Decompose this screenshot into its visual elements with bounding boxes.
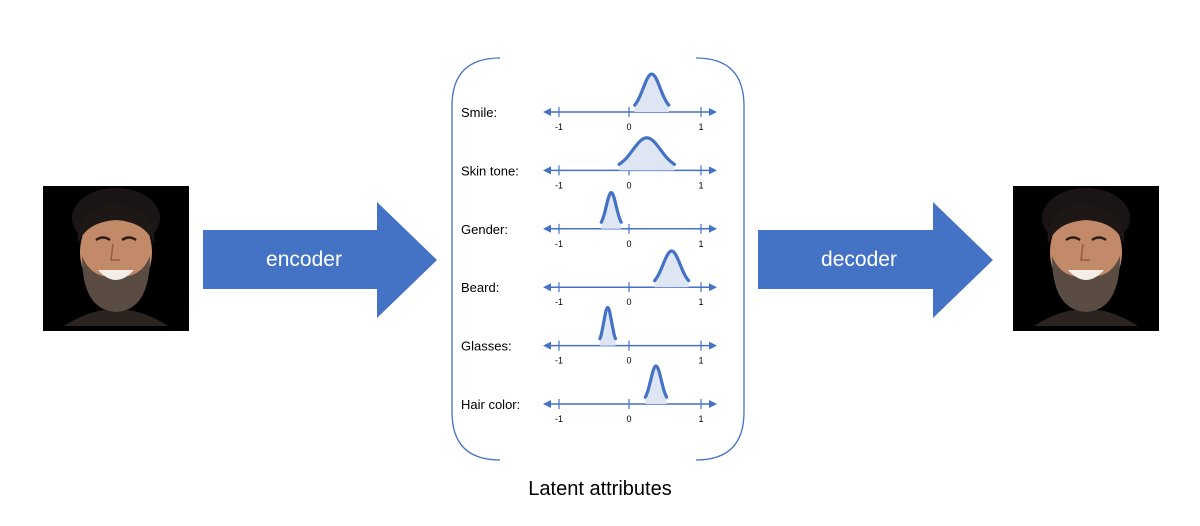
left-arrowhead [543, 400, 551, 408]
right-arrowhead [709, 283, 717, 292]
tick-label: 0 [626, 356, 631, 366]
tick-label: 0 [626, 122, 631, 132]
distribution-curve [633, 72, 671, 107]
distribution-curve [643, 364, 669, 399]
tick-label: 1 [698, 356, 703, 366]
tick-label: 1 [698, 297, 703, 307]
tick-label: -1 [555, 122, 563, 132]
distribution-curve [617, 136, 676, 166]
right-arrowhead [709, 224, 717, 233]
tick-label: -1 [555, 180, 563, 190]
tick-label: -1 [555, 239, 563, 249]
distribution-fill [634, 74, 669, 112]
right-arrowhead [709, 341, 717, 350]
attribute-row: Smile: -1 0 1 [461, 72, 717, 132]
tick-label: -1 [555, 356, 563, 366]
left-arrowhead [543, 166, 551, 175]
attribute-label: Glasses: [461, 339, 512, 354]
encoder-label: encoder [266, 248, 342, 271]
tick-label: -1 [555, 414, 563, 424]
decoder-arrow: decoder [758, 202, 993, 318]
attribute-label: Hair color: [461, 397, 520, 412]
distribution-curve [653, 249, 691, 283]
tick-label: 0 [626, 297, 631, 307]
attribute-row: Gender: -1 0 1 [461, 190, 717, 249]
encoder-arrow: encoder [203, 202, 437, 318]
attribute-label: Beard: [461, 280, 499, 295]
distribution-fill [601, 192, 622, 229]
distribution-fill [619, 137, 675, 171]
right-arrowhead [709, 108, 717, 116]
attribute-row: Hair color: -1 0 1 [461, 364, 717, 424]
left-arrowhead [543, 283, 551, 292]
attribute-label: Skin tone: [461, 163, 519, 178]
tick-label: 0 [626, 239, 631, 249]
tick-label: -1 [555, 297, 563, 307]
attribute-row: Beard: -1 0 1 [461, 249, 717, 307]
right-arrowhead [709, 166, 717, 175]
left-arrowhead [543, 108, 551, 116]
right-arrowhead [709, 400, 717, 408]
attribute-label: Smile: [461, 105, 497, 120]
attribute-row: Glasses: -1 0 1 [461, 305, 717, 366]
tick-label: 1 [698, 414, 703, 424]
decoder-label: decoder [821, 248, 897, 271]
distribution-fill [599, 307, 616, 346]
distribution-fill [654, 251, 689, 288]
tick-label: 1 [698, 122, 703, 132]
attribute-label: Gender: [461, 222, 508, 237]
left-arrowhead [543, 341, 551, 350]
tick-label: 0 [626, 180, 631, 190]
distribution-curve [599, 190, 623, 224]
tick-label: 0 [626, 414, 631, 424]
distribution-curve [598, 305, 618, 341]
tick-label: 1 [698, 180, 703, 190]
left-arrowhead [543, 224, 551, 233]
output-face-photo [1013, 186, 1159, 331]
attribute-row: Skin tone: -1 0 1 [461, 136, 717, 190]
tick-label: 1 [698, 239, 703, 249]
latent-attributes-caption: Latent attributes [528, 478, 671, 500]
distribution-fill [645, 366, 667, 404]
input-face-photo [43, 186, 189, 331]
latent-bracket [451, 57, 745, 461]
